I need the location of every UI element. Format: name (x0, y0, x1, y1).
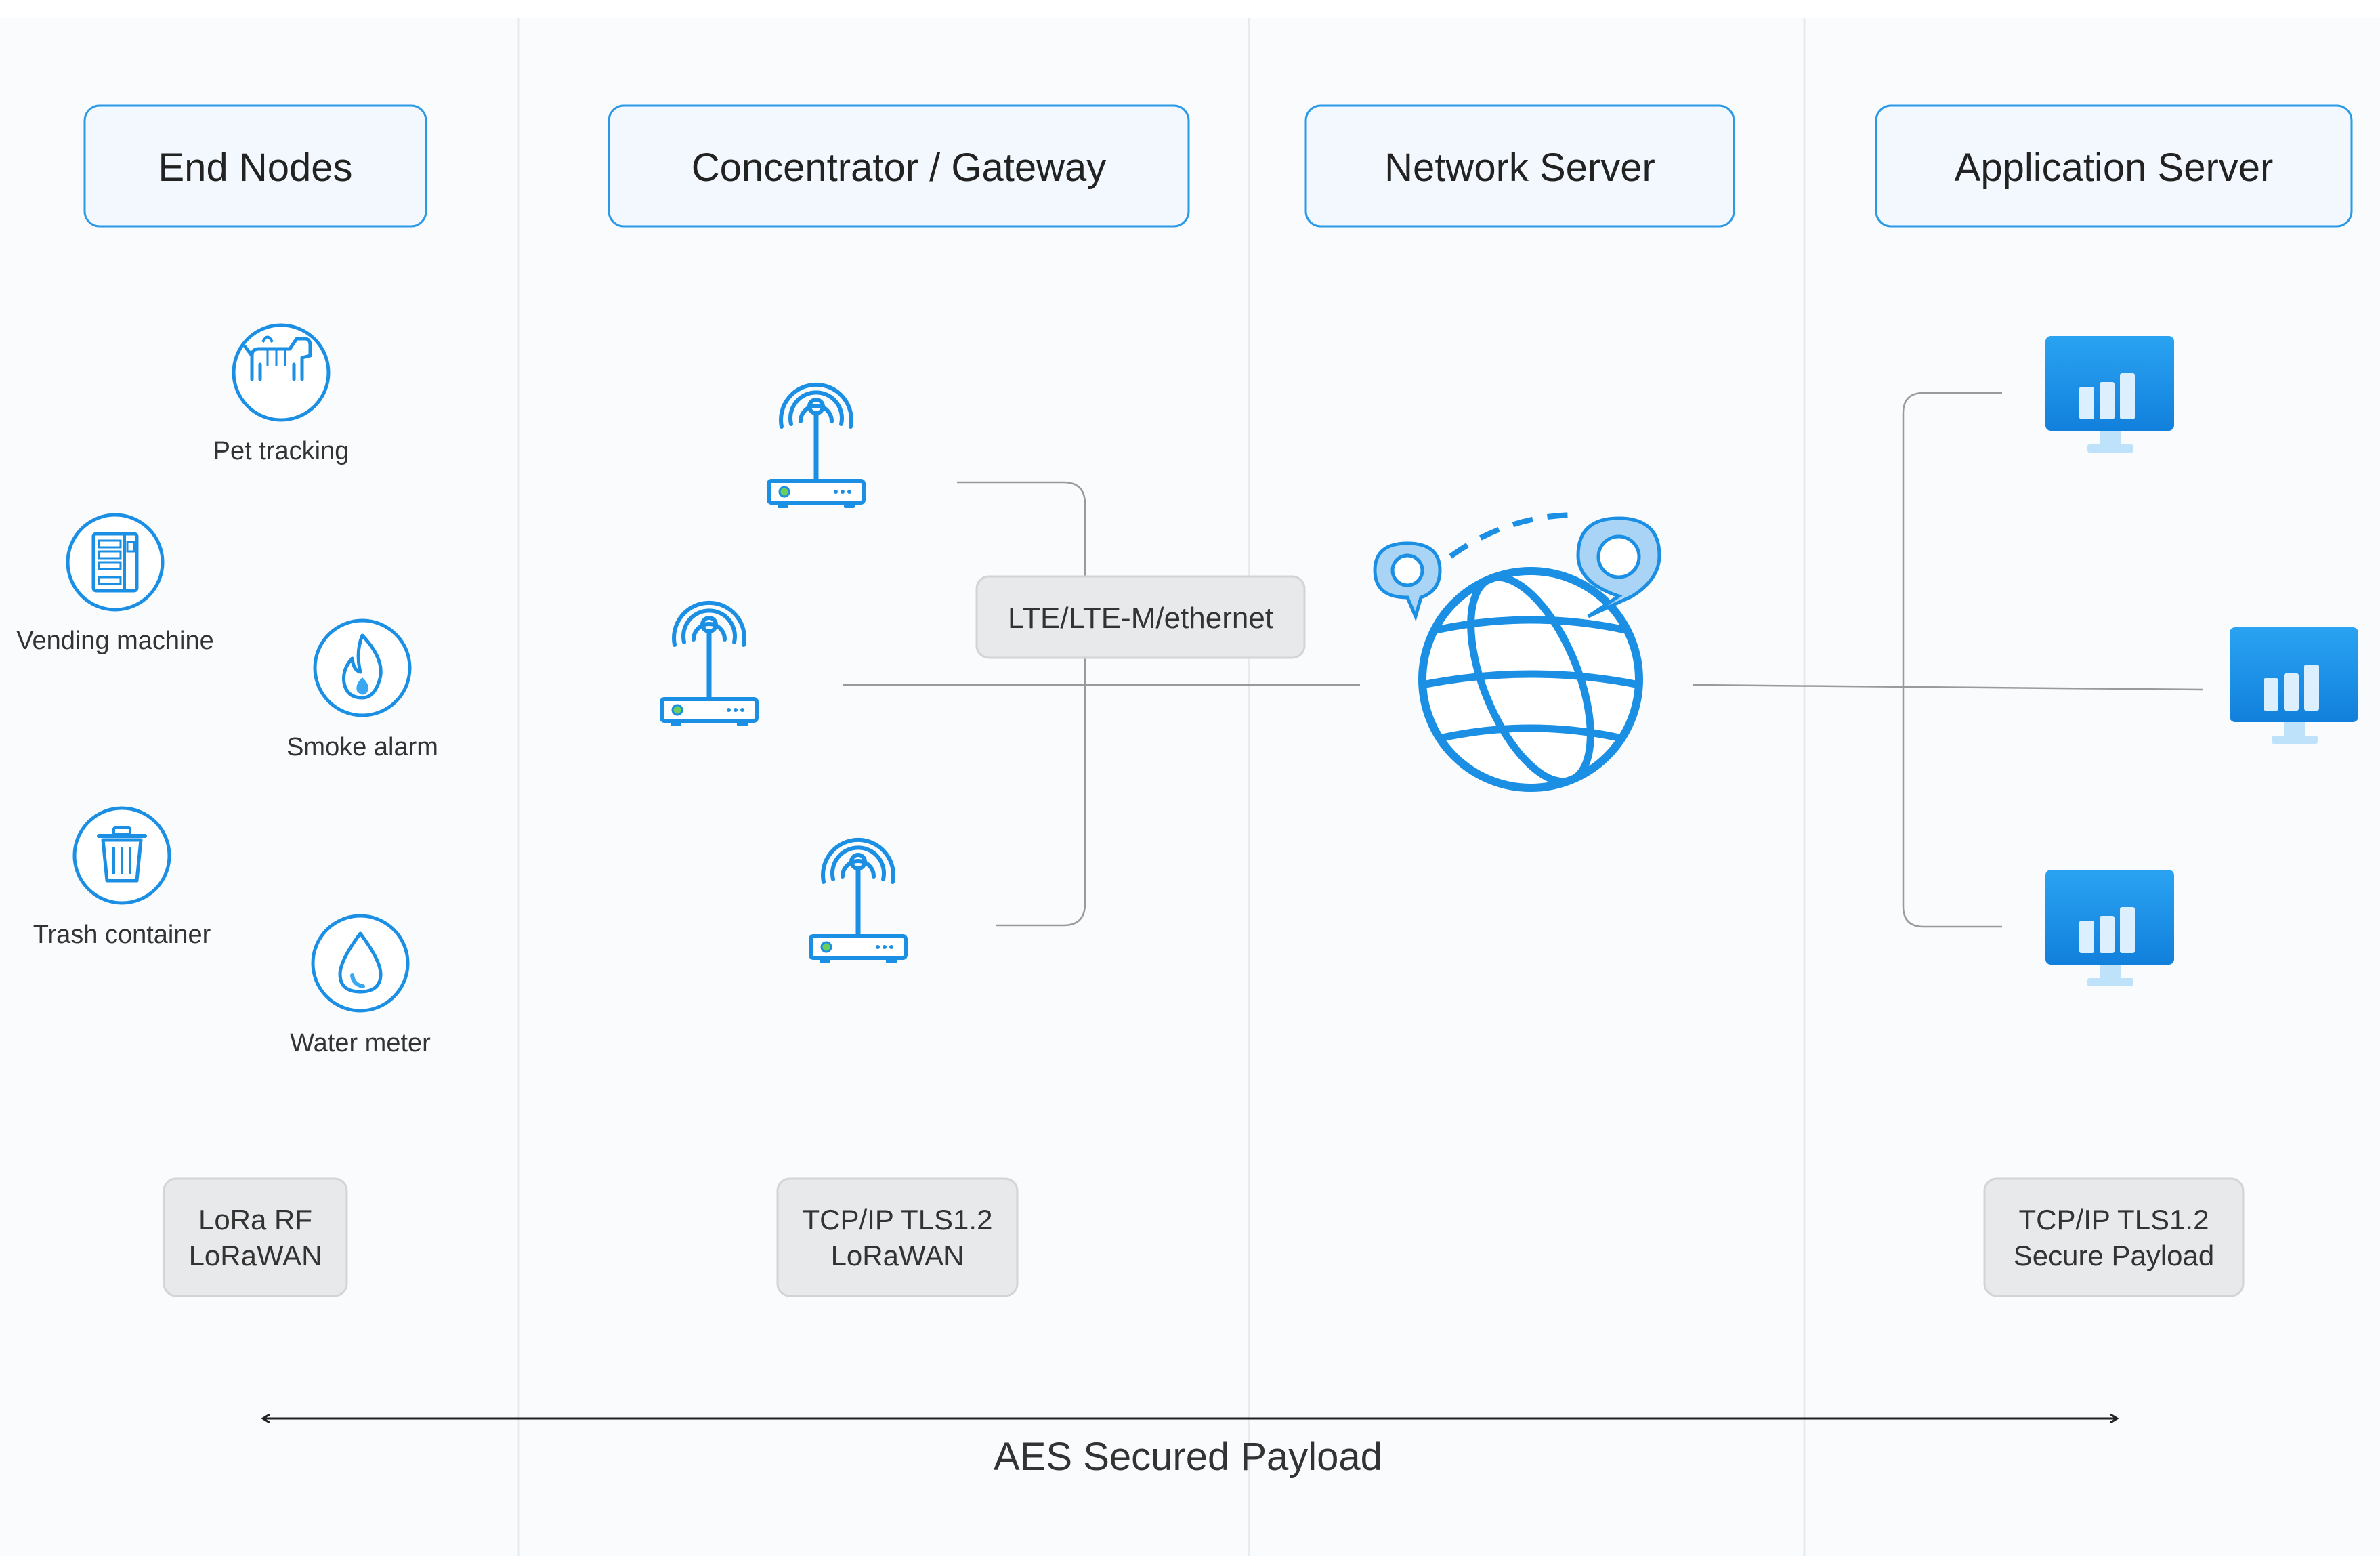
end-node-trash-container: Trash container (33, 806, 211, 949)
protocol-badge-gateway: TCP/IP TLS1.2 LoRaWAN (776, 1177, 1019, 1297)
header-gateway: Concentrator / Gateway (608, 104, 1190, 228)
protocol-line: LoRaWAN (189, 1240, 322, 1271)
end-node-label: Water meter (290, 1029, 431, 1057)
end-node-vending-machine: Vending machine (16, 513, 214, 655)
vending-machine-icon (66, 513, 165, 612)
protocol-line: TCP/IP TLS1.2 (2019, 1204, 2209, 1236)
end-node-smoke-alarm: Smoke alarm (286, 618, 438, 761)
water-drop-icon (311, 914, 410, 1013)
aes-label: AES Secured Payload (994, 1435, 1382, 1479)
backhaul-badge: LTE/LTE-M/ethernet (975, 575, 1306, 659)
gateway-connector-lines (843, 481, 1360, 927)
protocol-line: Secure Payload (2014, 1240, 2215, 1271)
backhaul-label: LTE/LTE-M/ethernet (1008, 602, 1273, 635)
end-node-pet-tracking: Pet tracking (213, 323, 349, 465)
header-end-nodes: End Nodes (83, 104, 427, 228)
end-node-label: Pet tracking (213, 437, 349, 465)
header-end-nodes-title: End Nodes (158, 146, 353, 190)
header-network-server: Network Server (1304, 104, 1735, 228)
header-app-server-title: Application Server (1955, 146, 2274, 190)
protocol-badge-end-nodes: LoRa RF LoRaWAN (163, 1177, 348, 1297)
protocol-line: TCP/IP TLS1.2 (803, 1204, 993, 1236)
location-pin-icon (1576, 516, 1661, 618)
protocol-line: LoRaWAN (831, 1240, 964, 1271)
end-node-label: Trash container (33, 921, 211, 949)
dog-icon (232, 323, 331, 422)
end-node-label: Smoke alarm (286, 733, 438, 761)
header-network-server-title: Network Server (1384, 146, 1655, 190)
location-pin-icon (1373, 541, 1442, 622)
trash-icon (72, 806, 171, 905)
protocol-badge-app-server: TCP/IP TLS1.2 Secure Payload (1983, 1177, 2245, 1297)
end-node-label: Vending machine (16, 627, 214, 655)
diagram-background (0, 18, 2380, 1556)
header-app-server: Application Server (1875, 104, 2353, 228)
end-node-water-meter: Water meter (290, 914, 431, 1057)
protocol-line: LoRa RF (198, 1204, 312, 1236)
app-server-connector-lines (1693, 392, 2203, 928)
globe-icon (1418, 512, 1643, 792)
header-gateway-title: Concentrator / Gateway (692, 146, 1107, 190)
flame-icon (313, 618, 412, 717)
